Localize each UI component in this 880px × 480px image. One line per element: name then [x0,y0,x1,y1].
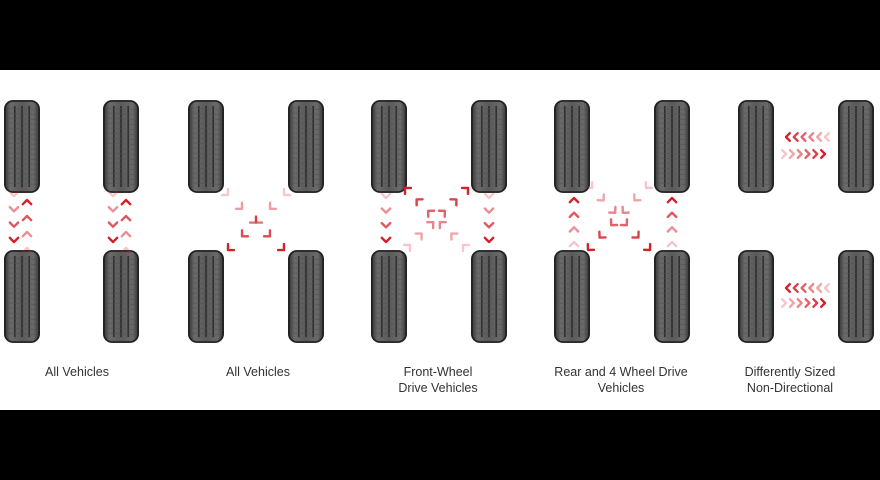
tire-icon [4,100,40,193]
rotation-arrow [8,190,20,244]
rotation-arrow [584,180,652,252]
tire-icon [4,250,40,343]
tire-icon [738,100,774,193]
tire-icon [188,250,224,343]
caption-line: Differently Sized [744,365,836,379]
tire-icon [554,100,590,193]
caption-line: Front-Wheel [403,365,473,379]
rotation-arrow [781,298,827,308]
rotation-arrow [120,198,132,254]
rotation-arrow [402,186,470,253]
tire-icon [103,100,139,193]
rotation-arrow [380,192,392,244]
tire-icon [471,100,507,193]
caption-line: All Vehicles [45,365,109,379]
rotation-arrow [586,180,654,252]
tire-icon [288,100,324,193]
rotation-arrow [666,196,678,248]
rotation-arrow [784,283,830,293]
tire-icon [654,100,690,193]
rotation-arrow [226,187,292,252]
rotation-arrow [220,187,286,252]
rotation-diagram: All Vehicles All Vehicles Front-Wheel Dr… [0,70,880,410]
tire-icon [371,100,407,193]
caption-line: All Vehicles [226,365,290,379]
caption-pattern-2: All Vehicles [173,364,343,380]
tire-icon [188,100,224,193]
rotation-arrow [403,186,471,253]
caption-line: Non-Directional [746,381,834,395]
tire-icon [288,250,324,343]
caption-pattern-5: Differently Sized Non-Directional [705,364,875,396]
caption-line: Drive Vehicles [398,381,478,395]
rotation-arrow [568,196,580,248]
caption-line: Vehicles [597,381,645,395]
rotation-diagram-art [4,100,874,343]
rotation-arrow [107,190,119,244]
tire-icon [103,250,139,343]
tire-icon [838,250,874,343]
caption-pattern-1: All Vehicles [0,364,162,380]
tire-icon [371,250,407,343]
caption-line: Rear and 4 Wheel Drive [554,365,688,379]
tire-icon [738,250,774,343]
rotation-arrow [483,192,495,244]
tire-icon [471,250,507,343]
tire-icon [554,250,590,343]
caption-pattern-3: Front-Wheel Drive Vehicles [353,364,523,396]
caption-pattern-4: Rear and 4 Wheel Drive Vehicles [536,364,706,396]
rotation-arrow [21,198,33,254]
rotation-arrow [781,149,827,159]
rotation-arrow [784,132,830,142]
tire-icon [838,100,874,193]
tire-icon [654,250,690,343]
